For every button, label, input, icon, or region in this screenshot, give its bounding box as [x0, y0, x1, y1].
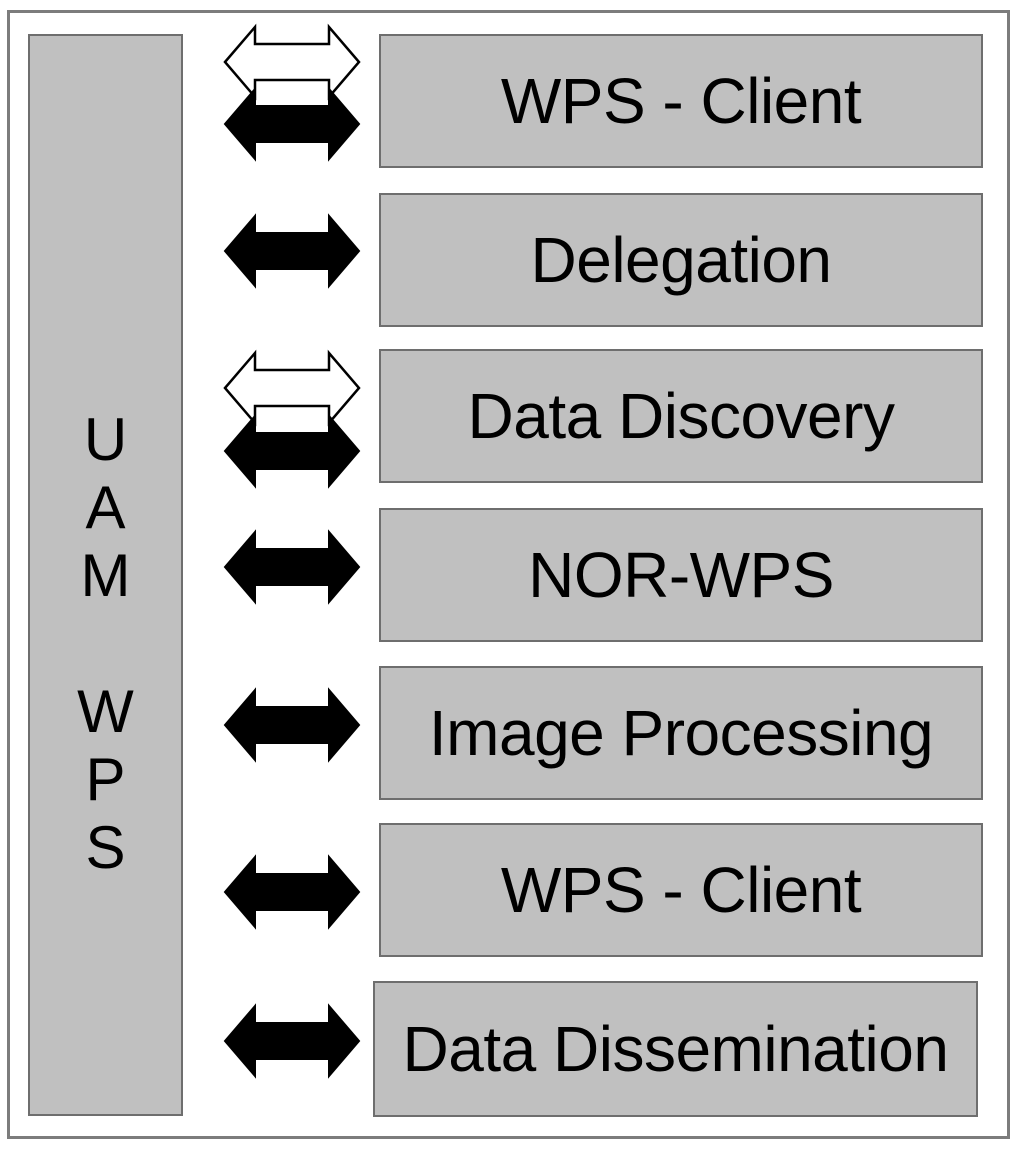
component-image-processing: Image Processing [379, 666, 983, 800]
double-arrow-solid-icon [223, 213, 361, 289]
component-wps-client-bottom: WPS - Client [379, 823, 983, 957]
component-wps-client-top: WPS - Client [379, 34, 983, 168]
double-arrow-solid-icon [223, 529, 361, 605]
double-arrow-solid-icon [223, 86, 361, 162]
double-arrow-outline-icon [223, 23, 361, 101]
double-arrow-solid-icon [223, 1003, 361, 1079]
component-nor-wps: NOR-WPS [379, 508, 983, 642]
component-data-discovery: Data Discovery [379, 349, 983, 483]
double-arrow-outline-icon [223, 349, 361, 427]
uam-wps-label: U A M W P S [77, 406, 134, 881]
double-arrow-solid-icon [223, 687, 361, 763]
uam-wps-block: U A M W P S [28, 34, 183, 1116]
component-delegation: Delegation [379, 193, 983, 327]
double-arrow-solid-icon [223, 413, 361, 489]
component-data-dissemination: Data Dissemination [373, 981, 978, 1117]
double-arrow-solid-icon [223, 854, 361, 930]
